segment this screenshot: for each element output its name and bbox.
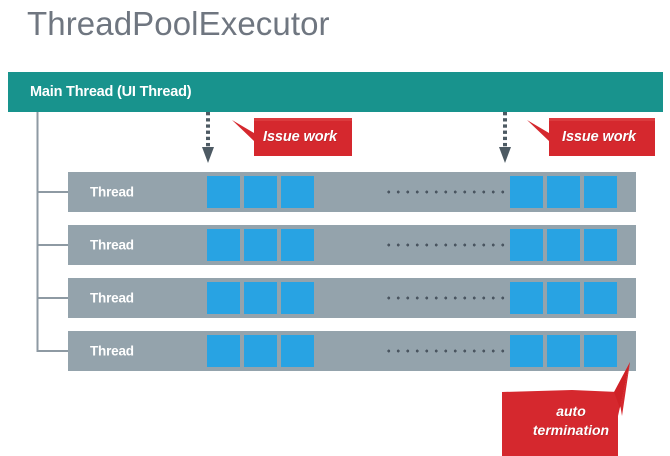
- task-block: [244, 229, 277, 261]
- thread-row-label: Thread: [90, 290, 134, 306]
- task-block: [510, 176, 543, 208]
- task-block: [244, 176, 277, 208]
- task-block: [281, 282, 314, 314]
- task-block: [547, 282, 580, 314]
- task-block: [584, 282, 617, 314]
- task-block: [510, 335, 543, 367]
- auto-termination-label: auto termination: [532, 403, 610, 438]
- task-block: [207, 335, 240, 367]
- ribbon-shape-icon: [232, 118, 352, 156]
- task-block: [547, 176, 580, 208]
- task-block: [510, 229, 543, 261]
- ribbon-shape-icon: [527, 118, 655, 156]
- issue-work-callout-1: Issue work: [232, 118, 352, 156]
- task-block: [584, 335, 617, 367]
- issue-arrow-2: [499, 112, 511, 166]
- task-block: [281, 176, 314, 208]
- auto-termination-shape-icon: [502, 362, 630, 456]
- arrow-stem-icon: [206, 112, 210, 148]
- task-gap-dots: [384, 349, 570, 353]
- issue-work-callout-2: Issue work: [527, 118, 655, 156]
- task-gap-dots: [384, 190, 570, 194]
- thread-row: Thread: [68, 225, 636, 265]
- task-block: [547, 335, 580, 367]
- task-block: [207, 229, 240, 261]
- arrow-head-icon: [499, 147, 511, 163]
- task-block: [547, 229, 580, 261]
- issue-work-label-2: Issue work: [562, 129, 636, 145]
- arrow-head-icon: [202, 147, 214, 163]
- task-block: [281, 335, 314, 367]
- task-gap-dots: [384, 243, 570, 247]
- task-block: [207, 282, 240, 314]
- auto-termination-callout: auto termination: [502, 362, 637, 456]
- task-block: [244, 335, 277, 367]
- task-block: [510, 282, 543, 314]
- task-block: [584, 176, 617, 208]
- arrow-stem-icon: [503, 112, 507, 148]
- task-block: [244, 282, 277, 314]
- task-block: [584, 229, 617, 261]
- main-thread-label: Main Thread (UI Thread): [30, 84, 192, 100]
- thread-row-label: Thread: [90, 184, 134, 200]
- task-block: [207, 176, 240, 208]
- issue-arrow-1: [202, 112, 214, 166]
- task-gap-dots: [384, 296, 570, 300]
- page-title: ThreadPoolExecutor: [27, 5, 330, 42]
- main-thread-bar: Main Thread (UI Thread): [8, 72, 663, 112]
- thread-row: Thread: [68, 278, 636, 318]
- thread-row-label: Thread: [90, 237, 134, 253]
- thread-row-label: Thread: [90, 343, 134, 359]
- issue-work-label-1: Issue work: [263, 129, 337, 145]
- thread-row: Thread: [68, 172, 636, 212]
- task-block: [281, 229, 314, 261]
- thread-row: Thread: [68, 331, 636, 371]
